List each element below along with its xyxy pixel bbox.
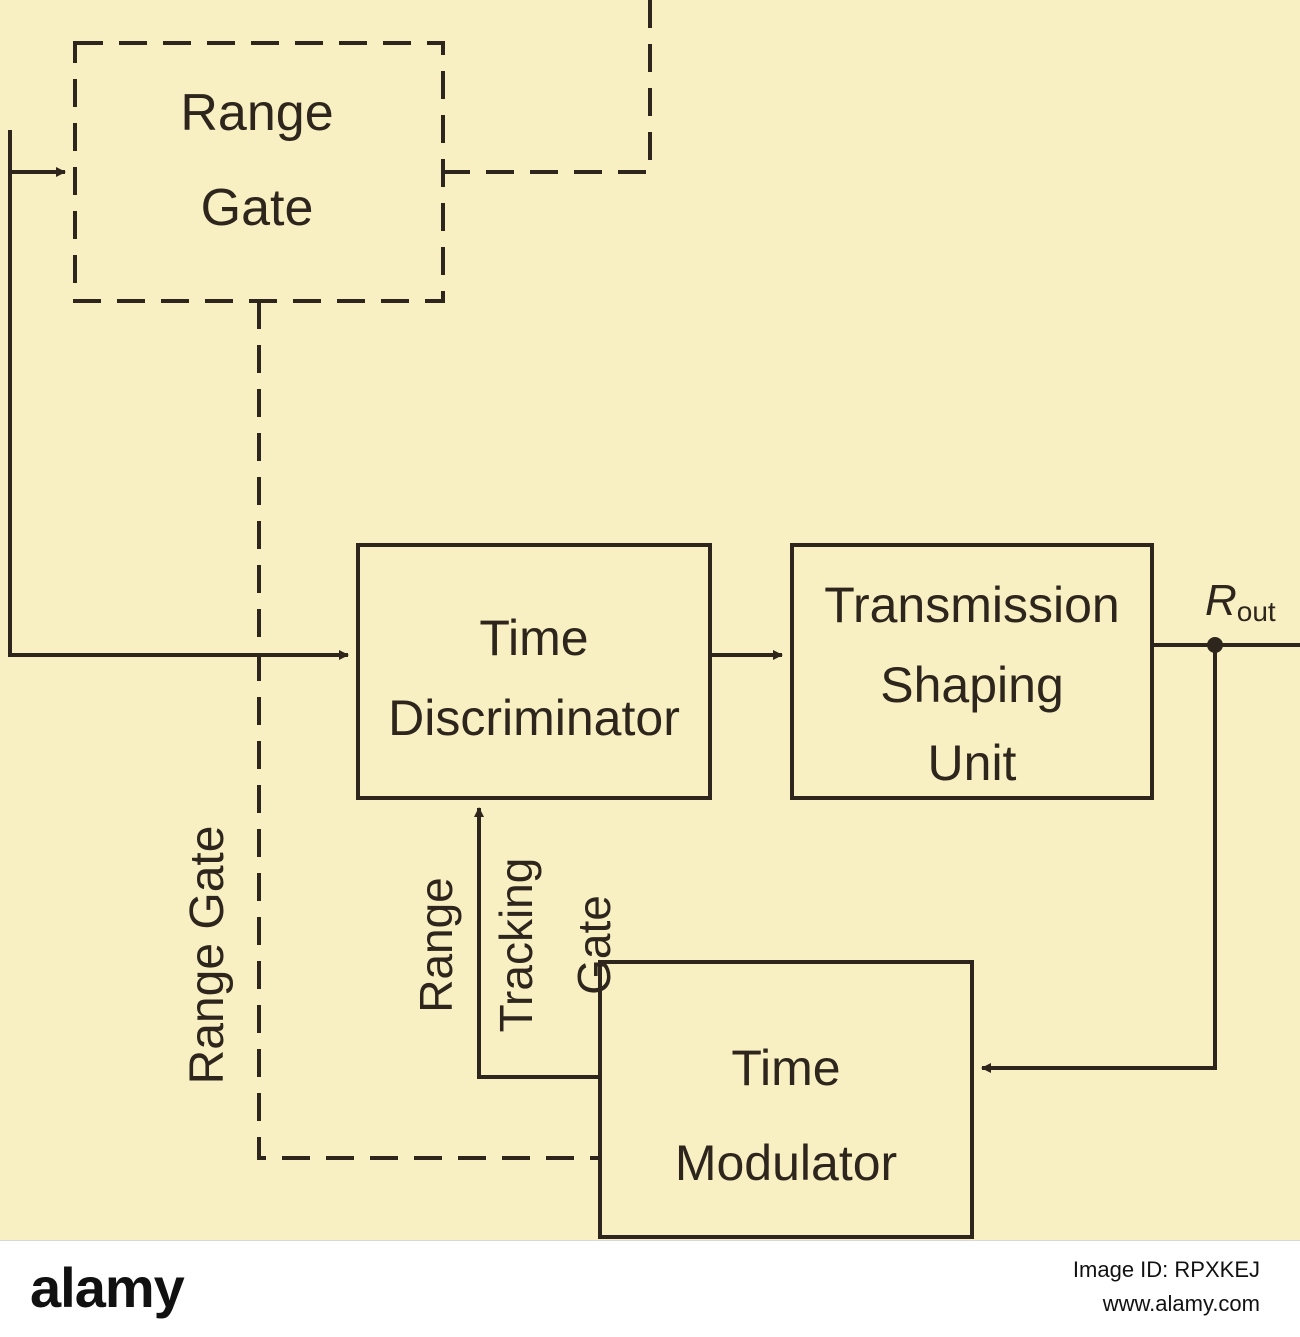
input-line-to-discriminator — [8, 130, 349, 660]
range-gate-label-line1: Range — [180, 84, 333, 142]
transmission-shaping-label-line1: Transmission — [824, 577, 1119, 633]
range-tracking-gate-line — [474, 807, 600, 1079]
range-gate-dashed-line — [257, 301, 600, 1160]
transmission-shaping-unit-box — [790, 543, 1154, 800]
output-label: Rout — [1205, 576, 1276, 627]
time-modulator-box — [598, 960, 974, 1239]
range-tracking-gate-label-line3: Gate — [568, 895, 620, 995]
transmission-shaping-label-line3: Unit — [928, 735, 1017, 791]
output-feedback-line — [981, 645, 1217, 1073]
transmission-shaping-label-line2: Shaping — [880, 657, 1064, 713]
time-discriminator-label-line1: Time — [479, 610, 588, 666]
stock-url-label: www.alamy.com — [1102, 1291, 1260, 1316]
range-tracking-gate-label-line1: Range — [410, 877, 462, 1013]
range-gate-return-dashed-line — [443, 0, 652, 174]
time-modulator-label-line1: Time — [731, 1040, 840, 1096]
image-id-label: Image ID: RPXKEJ — [1072, 1257, 1260, 1282]
time-discriminator-label-line2: Discriminator — [388, 690, 680, 746]
output-junction-dot — [1207, 637, 1223, 653]
range-gate-label-line2: Gate — [201, 179, 314, 237]
block-diagram: Range Gate Time Discriminator Transmissi… — [8, 0, 1300, 1239]
stock-logo: alamy — [30, 1256, 185, 1319]
range-gate-line-label: Range Gate — [181, 826, 234, 1085]
range-tracking-gate-label-line2: Tracking — [490, 858, 542, 1033]
range-gate-box — [73, 41, 445, 303]
time-discriminator-box — [356, 543, 712, 800]
time-modulator-label-line2: Modulator — [675, 1135, 897, 1191]
stock-footer: alamy Image ID: RPXKEJ www.alamy.com — [0, 1240, 1300, 1337]
